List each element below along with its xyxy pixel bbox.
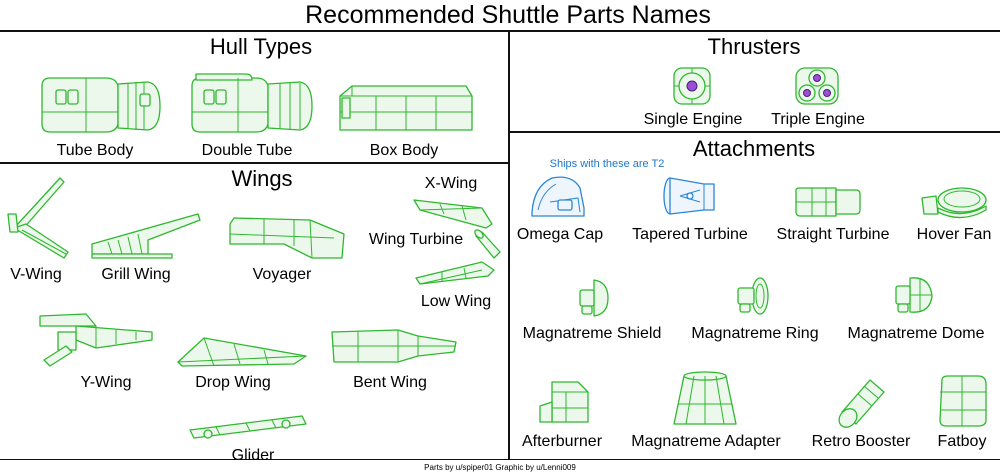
wing-label-v-wing: V-Wing — [10, 266, 62, 283]
bent-wing-icon — [331, 329, 457, 363]
attachment-label-magnatreme-dome: Magnatreme Dome — [847, 325, 985, 342]
attachment-label-hover-fan: Hover Fan — [916, 226, 992, 243]
single-engine-icon — [673, 67, 711, 105]
x-wing-icon — [413, 199, 493, 229]
y-wing-icon — [39, 313, 153, 367]
hull-label-double-tube: Double Tube — [201, 142, 293, 159]
omega-cap-icon — [531, 176, 585, 217]
hover-fan-icon — [921, 187, 987, 219]
credit-line: Parts by u/spiper01 Graphic by u/Lenni00… — [424, 463, 576, 472]
drop-wing-icon — [177, 337, 307, 367]
section-title-wings: Wings — [231, 166, 293, 191]
page-title: Recommended Shuttle Parts Names — [305, 1, 711, 29]
wing-label-wing-turbine: Wing Turbine — [368, 231, 464, 248]
divider-vertical — [508, 30, 510, 460]
attachment-label-magnatreme-adapter: Magnatreme Adapter — [631, 433, 781, 450]
double-tube-icon — [191, 73, 313, 133]
magnatreme-adapter-icon — [673, 371, 737, 425]
box-body-icon — [339, 85, 473, 131]
triple-engine-icon — [795, 67, 839, 105]
attachment-label-omega-cap: Omega Cap — [516, 226, 604, 243]
magnatreme-ring-icon — [737, 277, 769, 315]
v-wing-icon — [7, 177, 69, 259]
tube-body-icon — [41, 77, 161, 133]
divider-thrusters-attachments — [508, 131, 1000, 133]
section-title-thrusters: Thrusters — [707, 34, 801, 59]
wing-label-voyager: Voyager — [252, 266, 312, 283]
attachment-label-straight-turbine: Straight Turbine — [776, 226, 890, 243]
straight-turbine-icon — [795, 187, 861, 217]
t2-note: Ships with these are T2 — [549, 158, 665, 170]
divider-bottom — [0, 459, 1000, 460]
hull-label-box-body: Box Body — [369, 142, 439, 159]
tapered-turbine-icon — [663, 177, 715, 215]
attachment-label-magnatreme-shield: Magnatreme Shield — [522, 325, 662, 342]
section-title-attachments: Attachments — [692, 136, 816, 161]
voyager-wing-icon — [229, 217, 345, 259]
attachment-label-tapered-turbine: Tapered Turbine — [632, 226, 748, 243]
attachment-label-afterburner: Afterburner — [521, 433, 603, 450]
thruster-label-single-engine: Single Engine — [643, 111, 743, 128]
wing-label-grill-wing: Grill Wing — [101, 266, 171, 283]
magnatreme-dome-icon — [895, 277, 933, 313]
attachment-label-retro-booster: Retro Booster — [811, 433, 911, 450]
divider-hull-wings — [0, 162, 508, 164]
attachment-label-fatboy: Fatboy — [937, 433, 987, 450]
hull-label-tube-body: Tube Body — [56, 142, 134, 159]
thruster-label-triple-engine: Triple Engine — [771, 111, 865, 128]
attachment-label-magnatreme-ring: Magnatreme Ring — [691, 325, 819, 342]
low-wing-icon — [415, 261, 495, 285]
magnatreme-shield-icon — [579, 279, 609, 317]
wing-label-bent-wing: Bent Wing — [353, 374, 427, 391]
wing-label-glider: Glider — [231, 447, 275, 464]
glider-wing-icon — [189, 415, 307, 439]
section-title-hull: Hull Types — [209, 34, 313, 59]
wing-turbine-icon — [474, 229, 501, 259]
wing-label-low-wing: Low Wing — [420, 293, 492, 310]
retro-booster-icon — [838, 379, 885, 428]
fatboy-icon — [939, 375, 987, 427]
wing-label-x-wing: X-Wing — [424, 175, 478, 192]
divider-top — [0, 30, 1000, 32]
wing-label-drop-wing: Drop Wing — [195, 374, 271, 391]
wing-label-y-wing: Y-Wing — [80, 374, 132, 391]
afterburner-icon — [539, 381, 589, 423]
grill-wing-icon — [91, 213, 201, 259]
